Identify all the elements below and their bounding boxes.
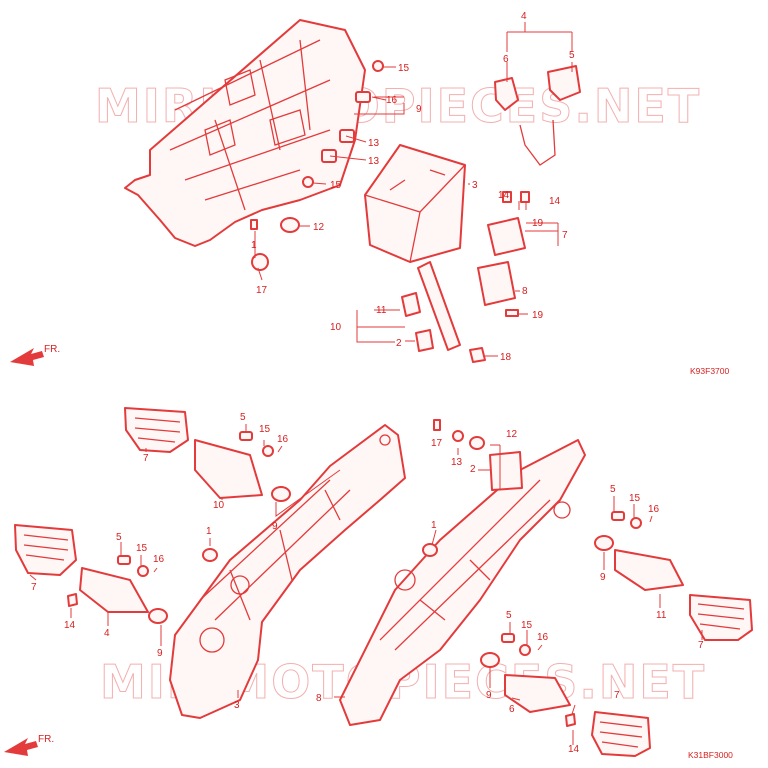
callout-label: 10 (330, 322, 342, 333)
grommets (250, 60, 384, 271)
callout-label: 12 (506, 429, 518, 440)
callout-label: 13 (368, 156, 380, 167)
callout-label: 4 (521, 11, 527, 22)
callout-label: 12 (313, 222, 325, 233)
callout-label: 7 (143, 453, 149, 464)
diagram-code-upper: K93F3700 (690, 366, 729, 376)
front-arrow-lower-icon: FR. (4, 734, 54, 756)
callout-label: 8 (316, 693, 322, 704)
front-arrow-upper-icon: FR. (10, 344, 60, 366)
callout-label: 15 (136, 543, 148, 554)
battery (364, 144, 466, 263)
callout-label: 14 (568, 744, 580, 755)
upper-callouts: 15 16 9 13 13 15 12 1 17 4 6 5 3 14 14 1… (251, 11, 575, 363)
callout-label: 5 (240, 412, 246, 423)
starter-relay (477, 191, 530, 317)
lower-callouts: 7 5 15 16 10 9 7 5 15 16 14 4 9 1 3 17 1… (31, 412, 704, 755)
callout-label: 9 (416, 104, 422, 115)
callout-label: 15 (521, 620, 533, 631)
callout-label: 7 (698, 640, 704, 651)
lower-hardware (67, 419, 642, 727)
callout-label: 6 (503, 54, 509, 65)
callout-label: 16 (153, 554, 165, 565)
callout-label: 5 (569, 50, 575, 61)
callout-label: 9 (157, 648, 163, 659)
callout-label: 14 (498, 190, 510, 201)
callout-label: 13 (451, 457, 463, 468)
callout-label: 1 (251, 240, 257, 251)
callout-label: 7 (562, 230, 568, 241)
callout-label: 2 (396, 338, 402, 349)
callout-label: 15 (259, 424, 271, 435)
callout-label: 3 (472, 180, 478, 191)
fr-label-upper: FR. (44, 344, 60, 355)
callout-label: 16 (537, 632, 549, 643)
callout-label: 6 (509, 704, 515, 715)
fr-label-lower: FR. (38, 734, 54, 745)
callout-label: 2 (470, 464, 476, 475)
callout-label: 16 (648, 504, 660, 515)
callout-label: 11 (376, 305, 387, 316)
callout-label: 15 (330, 180, 342, 191)
battery-band (401, 261, 486, 363)
callout-label: 15 (629, 493, 641, 504)
callout-label: 1 (206, 526, 212, 537)
callout-label: 14 (64, 620, 76, 631)
callout-label: 11 (656, 610, 667, 621)
callout-label: 5 (506, 610, 512, 621)
callout-label: 8 (522, 286, 528, 297)
callout-label: 17 (256, 285, 268, 296)
callout-label: 9 (486, 690, 492, 701)
callout-label: 15 (398, 63, 410, 74)
callout-label: 5 (116, 532, 122, 543)
right-footpeg-bracket (339, 439, 586, 726)
callout-label: 18 (500, 352, 512, 363)
battery-box-housing (124, 19, 366, 247)
callout-label: 9 (272, 521, 278, 532)
callout-label: 7 (614, 690, 620, 701)
callout-label: 10 (213, 500, 225, 511)
left-footpeg-bracket (169, 424, 406, 719)
callout-label: 16 (277, 434, 289, 445)
callout-label: 7 (31, 582, 37, 593)
callout-label: 1 (431, 520, 437, 531)
callout-label: 9 (600, 572, 606, 583)
callout-label: 19 (532, 218, 544, 229)
battery-cable (494, 65, 581, 166)
lower-leaders (29, 424, 703, 745)
callout-label: 19 (532, 310, 544, 321)
callout-label: 14 (549, 196, 561, 207)
callout-label: 3 (234, 700, 240, 711)
callout-label: 13 (368, 138, 380, 149)
callout-label: 17 (431, 438, 443, 449)
callout-label: 16 (386, 95, 398, 106)
callout-label: 5 (610, 484, 616, 495)
upper-leaders (254, 22, 573, 357)
footpeg-holders (79, 439, 684, 713)
callout-label: 4 (104, 628, 110, 639)
footpegs (14, 407, 753, 757)
diagram-code-lower: K31BF3000 (688, 750, 733, 760)
